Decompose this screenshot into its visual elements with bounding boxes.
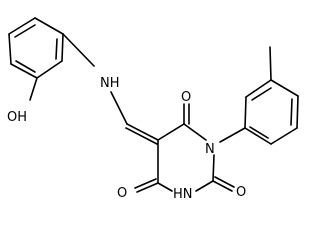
ring-n-label: N [205,142,215,157]
bond [183,123,207,141]
tolyl-ring [244,79,299,145]
molecule-canvas: OH NH O N O HN O [7,17,299,202]
bond [157,182,173,192]
bond [249,126,269,139]
phenol-ring [8,17,64,79]
bond [55,38,58,60]
bond [219,127,246,143]
bond [212,180,233,192]
bond [61,33,64,62]
bond [29,77,38,101]
bond [125,127,158,145]
carbonyl-o-bottom-left: O [117,186,127,201]
bond [244,96,247,129]
molecule-structure: OH NH O N O HN O [7,17,299,202]
bond [15,60,36,73]
bond [8,17,36,35]
bond [244,127,272,145]
bond [8,33,12,65]
bond [134,178,157,189]
bond [245,79,272,98]
bond [270,127,298,145]
ring-nh-label: HN [173,187,193,202]
carbonyl-o-top: O [181,90,191,105]
bond [34,17,64,35]
bond [214,176,235,188]
nh-linker-label: NH [100,76,120,91]
bond [212,154,215,182]
bond [251,87,272,101]
bond [269,46,272,81]
bond [195,180,214,192]
oh-label: OH [7,110,27,125]
bond [136,182,159,193]
bond [14,24,36,38]
bond [36,60,63,79]
bond [157,123,185,141]
bond [10,63,38,79]
bond [110,91,128,125]
bond [270,79,299,97]
bond [296,95,299,129]
bond [62,33,95,67]
bond [126,123,159,141]
pyrimidine-ring [157,123,215,192]
bond [290,98,293,126]
carbonyl-o-right: O [236,185,246,200]
